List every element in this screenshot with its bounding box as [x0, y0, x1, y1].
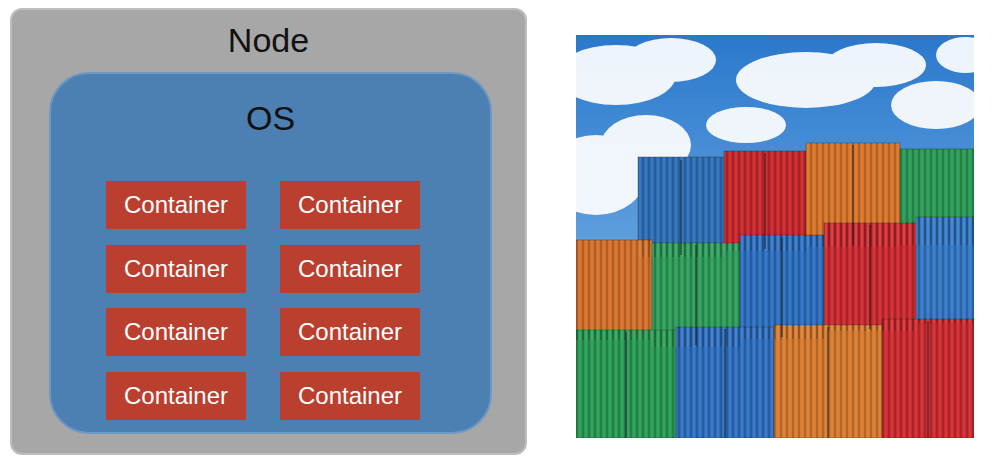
- box-heading: OS: [51, 100, 490, 137]
- container-box: Container: [106, 372, 246, 420]
- container-box: Container: [106, 245, 246, 293]
- container-box: Container: [280, 308, 420, 356]
- box-label: Container: [124, 382, 228, 410]
- container-box: Container: [106, 181, 246, 229]
- box-heading: Node: [12, 22, 525, 59]
- box-label: Container: [298, 255, 402, 283]
- container-box: Container: [106, 308, 246, 356]
- box-label: Container: [298, 318, 402, 346]
- box-label: Container: [124, 318, 228, 346]
- box-label: Container: [298, 191, 402, 219]
- container-photo: [576, 35, 974, 438]
- node-box: NodeOSContainerContainerContainerContain…: [10, 8, 527, 455]
- box-label: Container: [298, 382, 402, 410]
- box-label: Container: [124, 255, 228, 283]
- container-box: Container: [280, 372, 420, 420]
- os-box: OSContainerContainerContainerContainerCo…: [49, 72, 492, 434]
- box-label: Container: [124, 191, 228, 219]
- container-box: Container: [280, 181, 420, 229]
- container-box: Container: [280, 245, 420, 293]
